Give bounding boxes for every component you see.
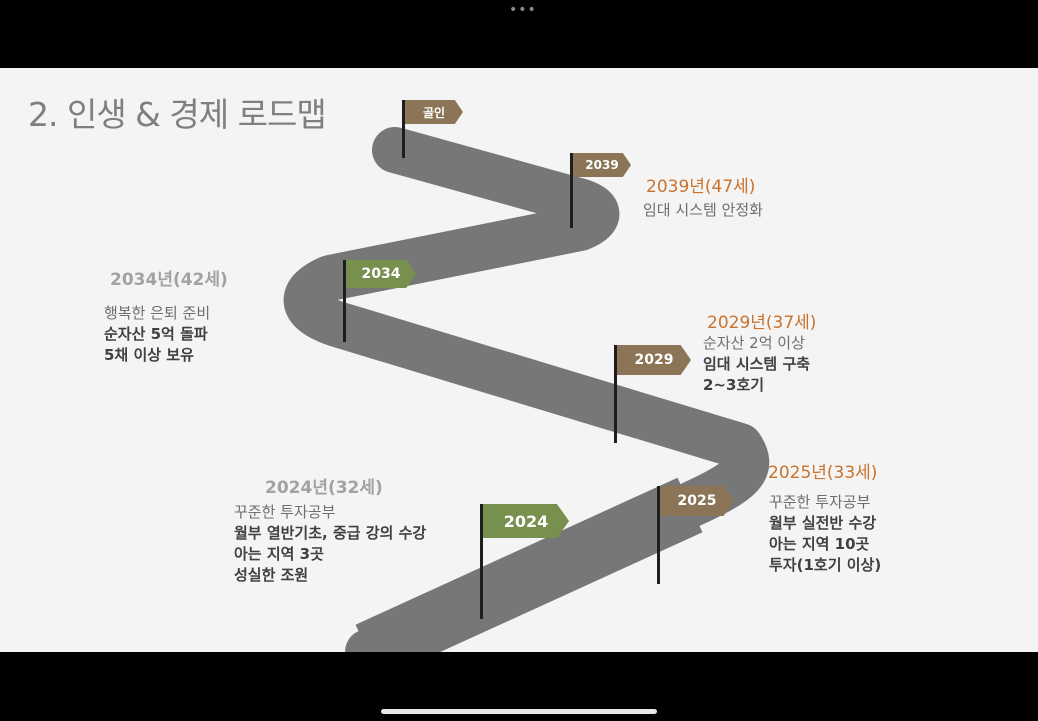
milestone-2029-year: 2029년(37세) [707, 313, 817, 333]
milestone-2024-line-1: 꾸준한 투자공부 [234, 503, 336, 521]
roadmap-road [283, 127, 770, 652]
milestone-2029-line-2: 임대 시스템 구축 [703, 355, 811, 373]
milestone-2024-text: 꾸준한 투자공부 월부 열반기초, 중급 강의 수강 아는 지역 3곳 성실한 … [234, 502, 426, 586]
slide-canvas: 2. 인생 & 경제 로드맵 골인 2039 2034 2029 2025 20… [0, 68, 1038, 652]
milestone-2029-text: 순자산 2억 이상 임대 시스템 구축 2~3호기 [703, 333, 810, 396]
milestone-2025-line-4: 투자(1호기 이상) [769, 556, 882, 574]
milestone-2039-year: 2039년(47세) [646, 177, 756, 197]
milestone-2024-line-2: 월부 열반기초, 중급 강의 수강 [234, 524, 427, 542]
milestone-2034-line-1: 행복한 은퇴 준비 [104, 304, 211, 322]
milestone-2039-text: 임대 시스템 안정화 [643, 200, 763, 221]
top-status-bar: ••• [0, 0, 1038, 68]
milestone-2034-year: 2034년(42세) [110, 270, 228, 290]
home-indicator[interactable] [381, 709, 657, 714]
milestone-2034-line-3: 5채 이상 보유 [104, 346, 194, 364]
milestone-2039-line-1: 임대 시스템 안정화 [643, 201, 763, 219]
milestone-2025-line-1: 꾸준한 투자공부 [769, 493, 871, 511]
milestone-2025-year: 2025년(33세) [768, 463, 878, 483]
milestone-2029-line-3: 2~3호기 [703, 376, 765, 394]
milestone-2025-text: 꾸준한 투자공부 월부 실전반 수강 아는 지역 10곳 투자(1호기 이상) [769, 492, 881, 576]
milestone-2025-line-2: 월부 실전반 수강 [769, 514, 877, 532]
milestone-2024-year: 2024년(32세) [265, 478, 383, 498]
milestone-2024-line-4: 성실한 조원 [234, 566, 309, 584]
milestone-2034-text: 행복한 은퇴 준비 순자산 5억 돌파 5채 이상 보유 [104, 303, 210, 366]
milestone-2025-line-3: 아는 지역 10곳 [769, 535, 870, 553]
milestone-2024-line-3: 아는 지역 3곳 [234, 545, 324, 563]
bottom-bar [0, 652, 1038, 721]
milestone-2029-line-1: 순자산 2억 이상 [703, 334, 805, 352]
page-title: 2. 인생 & 경제 로드맵 [28, 95, 327, 134]
more-options-icon[interactable]: ••• [509, 2, 537, 18]
milestone-2034-line-2: 순자산 5억 돌파 [104, 325, 208, 343]
